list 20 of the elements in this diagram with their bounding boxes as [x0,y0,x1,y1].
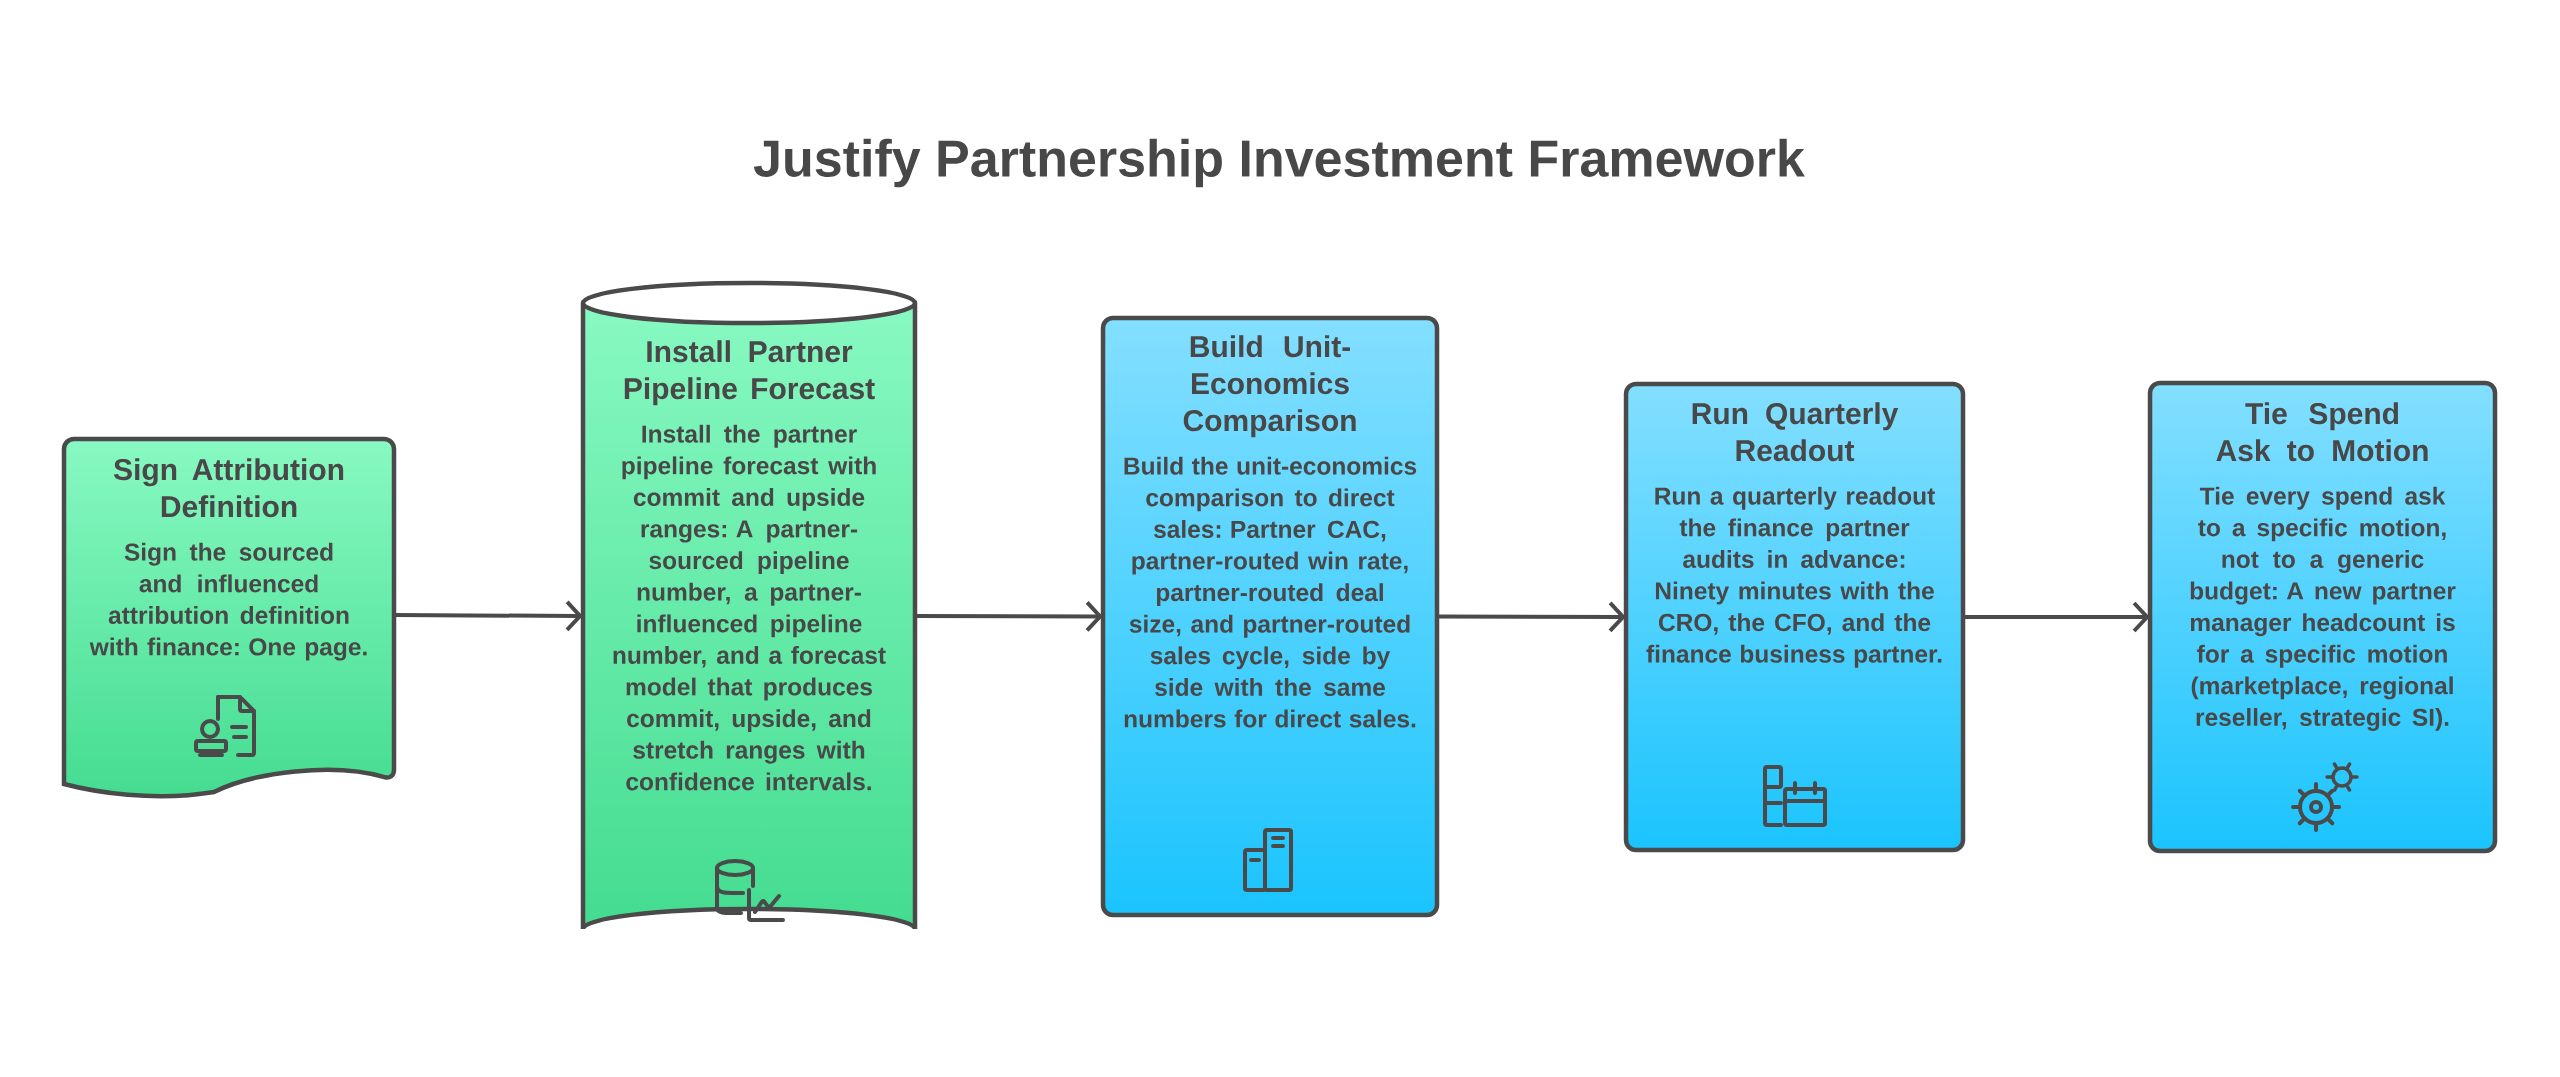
process-box [1100,315,1440,918]
step-description: Install the partner pipeline forecast with commit and upside ranges: A partner-sourced pipeline number, a partner-influenced pipeline number, and a forecast model that produces commit, upside, and stretch ranges with confidence intervals. [613,424,886,791]
document-shape [61,436,397,799]
step-description: Tie every spend ask to a specific motion, not to a generic budget: A new partner manager headcount is for a specific motion (marketplace, regional reseller, strategic SI). [2190,486,2456,731]
arrow [1963,601,2150,633]
process-box [1623,381,1966,853]
arrow [915,601,1103,632]
step-title: Tie Spend Ask to Motion [2216,402,2428,462]
step-description: Run a quarterly readout the finance partner audits in advance: Ninety minutes with the CRO, the CFO, and the finance business partner. [1646,486,1942,668]
arrow [394,600,583,632]
process-box [2147,380,2498,854]
step-description: Sign the sourced and influenced attribution definition with finance: One page. [89,542,367,661]
arrow [1437,601,1626,633]
step-title: Sign Attribution Definition [113,458,344,518]
step-description: Build the unit-economics comparison to direct sales: Partner CAC, partner-routed win rate, partner-routed deal size, and partner-routed sales cycle, side by side with the same numbers for direct sales. [1124,456,1417,728]
step-title: Build Unit-Economics Comparison [1183,335,1356,438]
cylinder-shape [580,280,918,932]
step-title: Install Partner Pipeline Forecast [624,340,875,406]
title: Justify Partnership Investment Framework [753,138,1805,188]
step-title: Run Quarterly Readout [1692,402,1899,462]
